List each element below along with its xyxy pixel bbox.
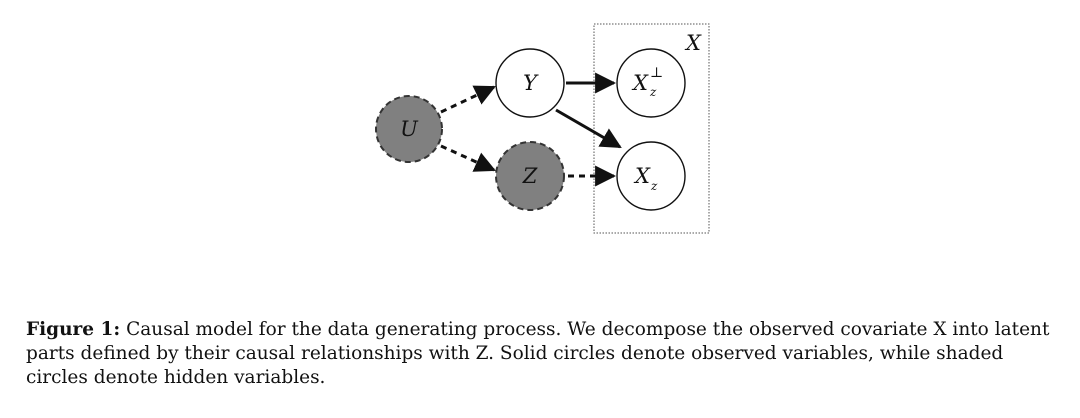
node-z: Z xyxy=(495,141,565,211)
svg-text:z: z xyxy=(649,85,657,99)
caption-text: Causal model for the data generating pro… xyxy=(26,319,1050,388)
figure-label: Figure 1: xyxy=(26,319,121,340)
plate-label: X xyxy=(684,31,702,55)
edge-u-y xyxy=(440,85,496,114)
plate-x xyxy=(593,23,710,234)
svg-text:z: z xyxy=(650,179,658,193)
svg-text:Y: Y xyxy=(523,71,539,95)
edge-u-z xyxy=(440,144,496,172)
node-x-z: X z xyxy=(616,141,686,211)
node-x-perp: X z ⊥ xyxy=(616,48,686,118)
edge-y-xz xyxy=(555,108,622,149)
svg-text:X: X xyxy=(633,164,651,188)
node-y: Y xyxy=(495,48,565,118)
svg-text:U: U xyxy=(400,117,419,141)
causal-diagram: X U Y Z X z ⊥ X z xyxy=(375,23,710,234)
svg-text:⊥: ⊥ xyxy=(650,65,663,81)
figure-caption: Figure 1: Causal model for the data gene… xyxy=(26,318,1066,390)
node-u: U xyxy=(375,95,443,163)
svg-text:Z: Z xyxy=(522,164,538,188)
svg-text:X: X xyxy=(631,71,649,95)
